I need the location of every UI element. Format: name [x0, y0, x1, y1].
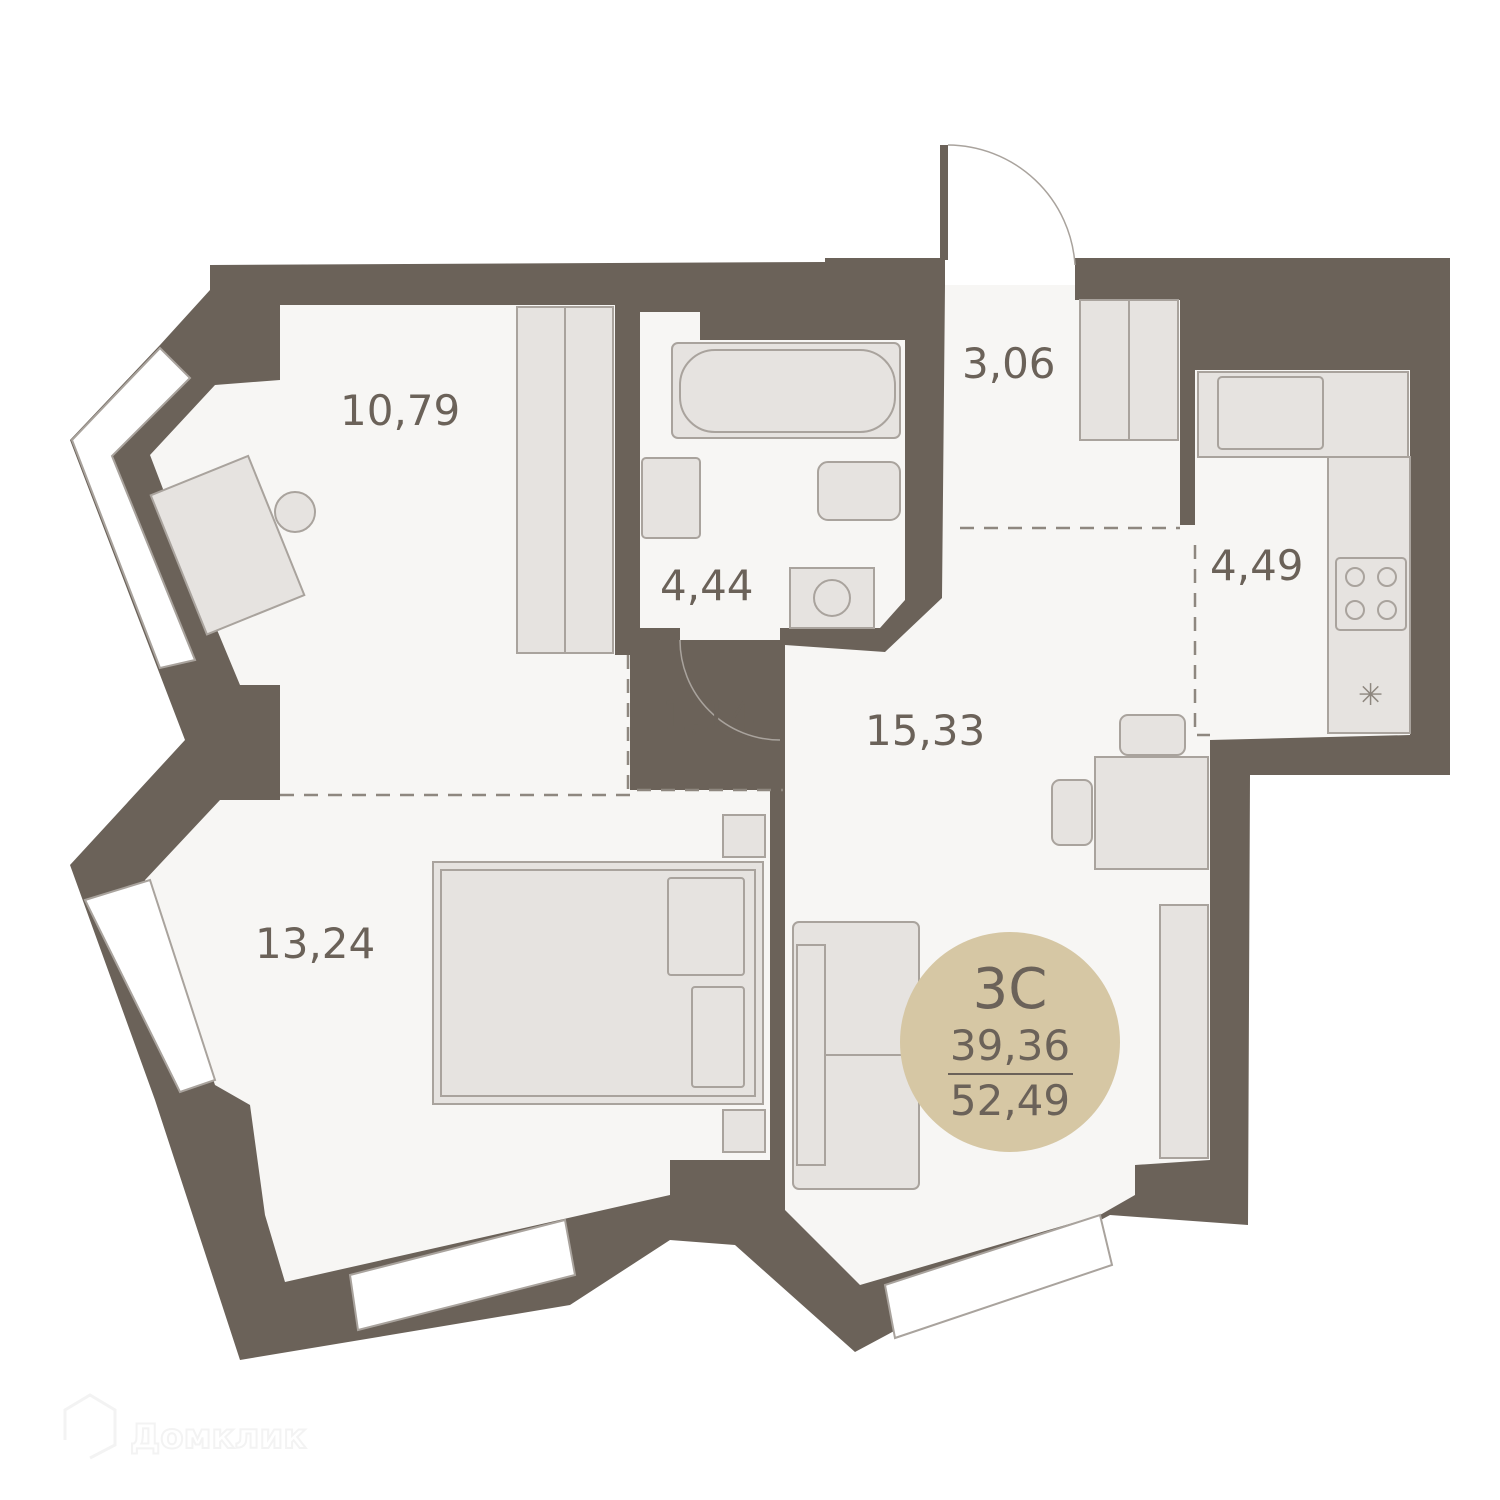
sink	[641, 457, 701, 539]
entrance-door-arc	[947, 144, 1076, 266]
fridge-icon: ✳	[1358, 678, 1383, 713]
apartment-badge: 3С 39,36 52,49	[900, 932, 1120, 1152]
corridor-door-leaf	[773, 645, 781, 740]
corridor-door-arc	[679, 639, 781, 741]
zone-dividers	[280, 526, 1210, 797]
domclick-watermark: Домклик	[63, 1393, 307, 1460]
nightstand	[722, 814, 766, 858]
living-area: 39,36	[950, 1021, 1070, 1070]
dining-chair-left	[1051, 779, 1093, 846]
total-area: 52,49	[950, 1076, 1070, 1125]
tv-stand	[1159, 904, 1209, 1159]
desk-chair	[274, 491, 316, 533]
room-area-hallway: 3,06	[962, 339, 1056, 388]
room-area-corridor: 1,14	[662, 691, 756, 740]
room-area-bedroom-2: 13,24	[255, 919, 375, 968]
room-area-living-room: 15,33	[865, 706, 985, 755]
svg-text:Домклик: Домклик	[130, 1417, 306, 1457]
dining-chair-top	[1119, 714, 1186, 756]
windows	[70, 346, 1114, 1340]
pillow	[691, 986, 745, 1088]
nightstand	[722, 1109, 766, 1153]
desk	[149, 454, 306, 636]
room-area-bathroom: 4,44	[660, 561, 754, 610]
apartment-type: 3С	[973, 957, 1048, 1022]
bathtub-inner	[679, 349, 896, 433]
room-area-kitchen: 4,49	[1210, 541, 1304, 590]
cooktop	[1335, 557, 1407, 631]
room-area-bedroom-1: 10,79	[340, 386, 460, 435]
dining-table	[1094, 756, 1209, 870]
furniture: ✳	[149, 299, 1411, 1190]
entrance-door-leaf	[940, 145, 948, 260]
kitchen-sink	[1217, 376, 1324, 450]
washing-machine-drum	[813, 579, 851, 617]
toilet	[817, 461, 901, 521]
pillow	[667, 877, 745, 976]
